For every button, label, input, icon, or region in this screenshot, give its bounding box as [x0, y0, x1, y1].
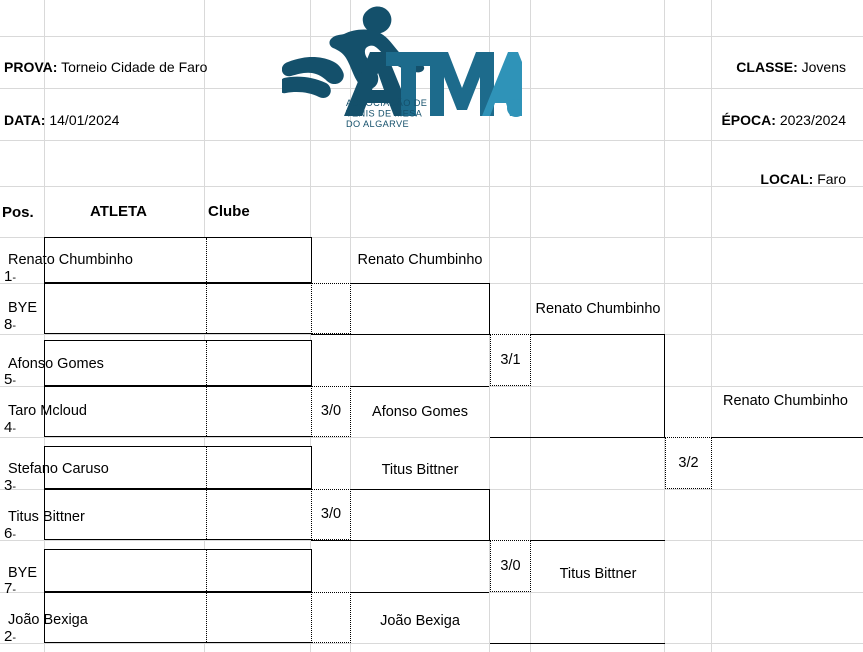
seed-position: 1- [4, 269, 16, 285]
player-entry-box[interactable] [44, 446, 312, 489]
player-entry-box[interactable] [44, 237, 312, 283]
data-field: DATA: 14/01/2024 [4, 113, 119, 127]
data-value: 14/01/2024 [49, 112, 120, 128]
seed-number: 8 [4, 316, 13, 333]
round1-player-name: BYE [8, 300, 38, 316]
seed-number: 2 [4, 628, 13, 645]
classe-label: CLASSE: [736, 59, 798, 75]
clube-divider [206, 284, 207, 333]
round3-score[interactable]: 3/0 [490, 540, 531, 592]
player-entry-box[interactable] [44, 549, 312, 592]
seed-dash: - [12, 375, 17, 387]
gridline-v [530, 0, 531, 652]
seed-number: 1 [4, 268, 13, 285]
seed-position: 6- [4, 526, 16, 542]
round1-player-name: Stefano Caruso [8, 461, 109, 477]
local-value: Faro [817, 171, 846, 187]
prova-field: PROVA: Torneio Cidade de Faro [4, 60, 207, 74]
seed-dash: - [12, 272, 17, 284]
seed-number: 4 [4, 419, 13, 436]
classe-value: Jovens [801, 59, 846, 75]
epoca-label: ÉPOCA: [721, 112, 776, 128]
atma-wordmark [344, 52, 522, 117]
seed-dash: - [12, 481, 17, 493]
gridline-h [0, 643, 863, 644]
gridline-h [0, 237, 863, 238]
clube-divider [206, 447, 207, 488]
seed-position: 5- [4, 372, 16, 388]
round2-winner-name: Renato Chumbinho [357, 252, 483, 268]
round2-winner-name: João Bexiga [380, 613, 460, 629]
round1-player-name: Afonso Gomes [8, 356, 104, 372]
clube-divider [206, 387, 207, 436]
column-header-atleta: ATLETA [90, 203, 147, 220]
round2-score[interactable] [311, 592, 351, 643]
seed-dash: - [12, 529, 17, 541]
round1-player-name: Renato Chumbinho [8, 252, 133, 268]
round3-winner-name: Titus Bittner [559, 566, 637, 582]
seed-dash: - [12, 320, 17, 332]
epoca-value: 2023/2024 [779, 112, 846, 128]
round1-player-name: BYE [8, 565, 38, 581]
seed-position: 7- [4, 581, 16, 597]
seed-position: 3- [4, 478, 16, 494]
seed-dash: - [12, 584, 17, 596]
player-entry-box[interactable] [44, 386, 312, 437]
round1-player-name: Titus Bittner [8, 509, 85, 525]
gridline-h [0, 140, 863, 141]
round2-score[interactable]: 3/0 [311, 386, 351, 437]
clube-divider [206, 238, 207, 282]
clube-divider [206, 550, 207, 591]
seed-dash: - [12, 423, 17, 435]
clube-divider [206, 593, 207, 642]
champion-name: Renato Chumbinho [723, 393, 848, 409]
player-entry-box[interactable] [44, 283, 312, 334]
column-header-pos: Pos. [2, 204, 34, 221]
seed-dash: - [12, 632, 17, 644]
epoca-field: ÉPOCA: 2023/2024 [721, 113, 846, 127]
prova-label: PROVA: [4, 59, 58, 75]
round2-score[interactable]: 3/0 [311, 489, 351, 540]
prova-value: Torneio Cidade de Faro [61, 59, 208, 75]
round3-score[interactable]: 3/1 [490, 334, 531, 386]
player-entry-box[interactable] [44, 489, 312, 540]
local-label: LOCAL: [760, 171, 814, 187]
local-field: LOCAL: Faro [760, 172, 846, 186]
logo-line-3: DO ALGARVE [346, 119, 409, 128]
column-header-clube: Clube [208, 203, 250, 220]
atma-logo: ASSOCIAÇÃO DE TENIS DE MESA DO ALGARVE [282, 4, 522, 128]
round3-winner-name: Renato Chumbinho [535, 301, 661, 317]
seed-position: 8- [4, 317, 16, 333]
seed-number: 5 [4, 371, 13, 388]
data-label: DATA: [4, 112, 46, 128]
clube-divider [206, 490, 207, 539]
player-silhouette-icon [282, 6, 425, 98]
seed-position: 2- [4, 629, 16, 645]
round1-player-name: João Bexiga [8, 612, 88, 628]
gridline-v [711, 0, 712, 652]
gridline-h [0, 437, 863, 438]
logo-line-2: TENIS DE MESA [346, 109, 423, 119]
logo-line-1: ASSOCIAÇÃO DE [346, 98, 427, 108]
clube-divider [206, 341, 207, 385]
seed-number: 6 [4, 525, 13, 542]
gridline-h [0, 36, 863, 37]
player-entry-box[interactable] [44, 340, 312, 386]
seed-number: 7 [4, 580, 13, 597]
round2-winner-name: Afonso Gomes [372, 404, 468, 420]
round1-player-name: Taro Mcloud [8, 403, 87, 419]
seed-position: 4- [4, 420, 16, 436]
round2-score[interactable] [311, 283, 351, 334]
gridline-v [664, 0, 665, 652]
round2-winner-name: Titus Bittner [381, 462, 459, 478]
gridline-h [0, 186, 863, 187]
final-score[interactable]: 3/2 [665, 437, 712, 489]
classe-field: CLASSE: Jovens [736, 60, 846, 74]
seed-number: 3 [4, 477, 13, 494]
player-entry-box[interactable] [44, 592, 312, 643]
